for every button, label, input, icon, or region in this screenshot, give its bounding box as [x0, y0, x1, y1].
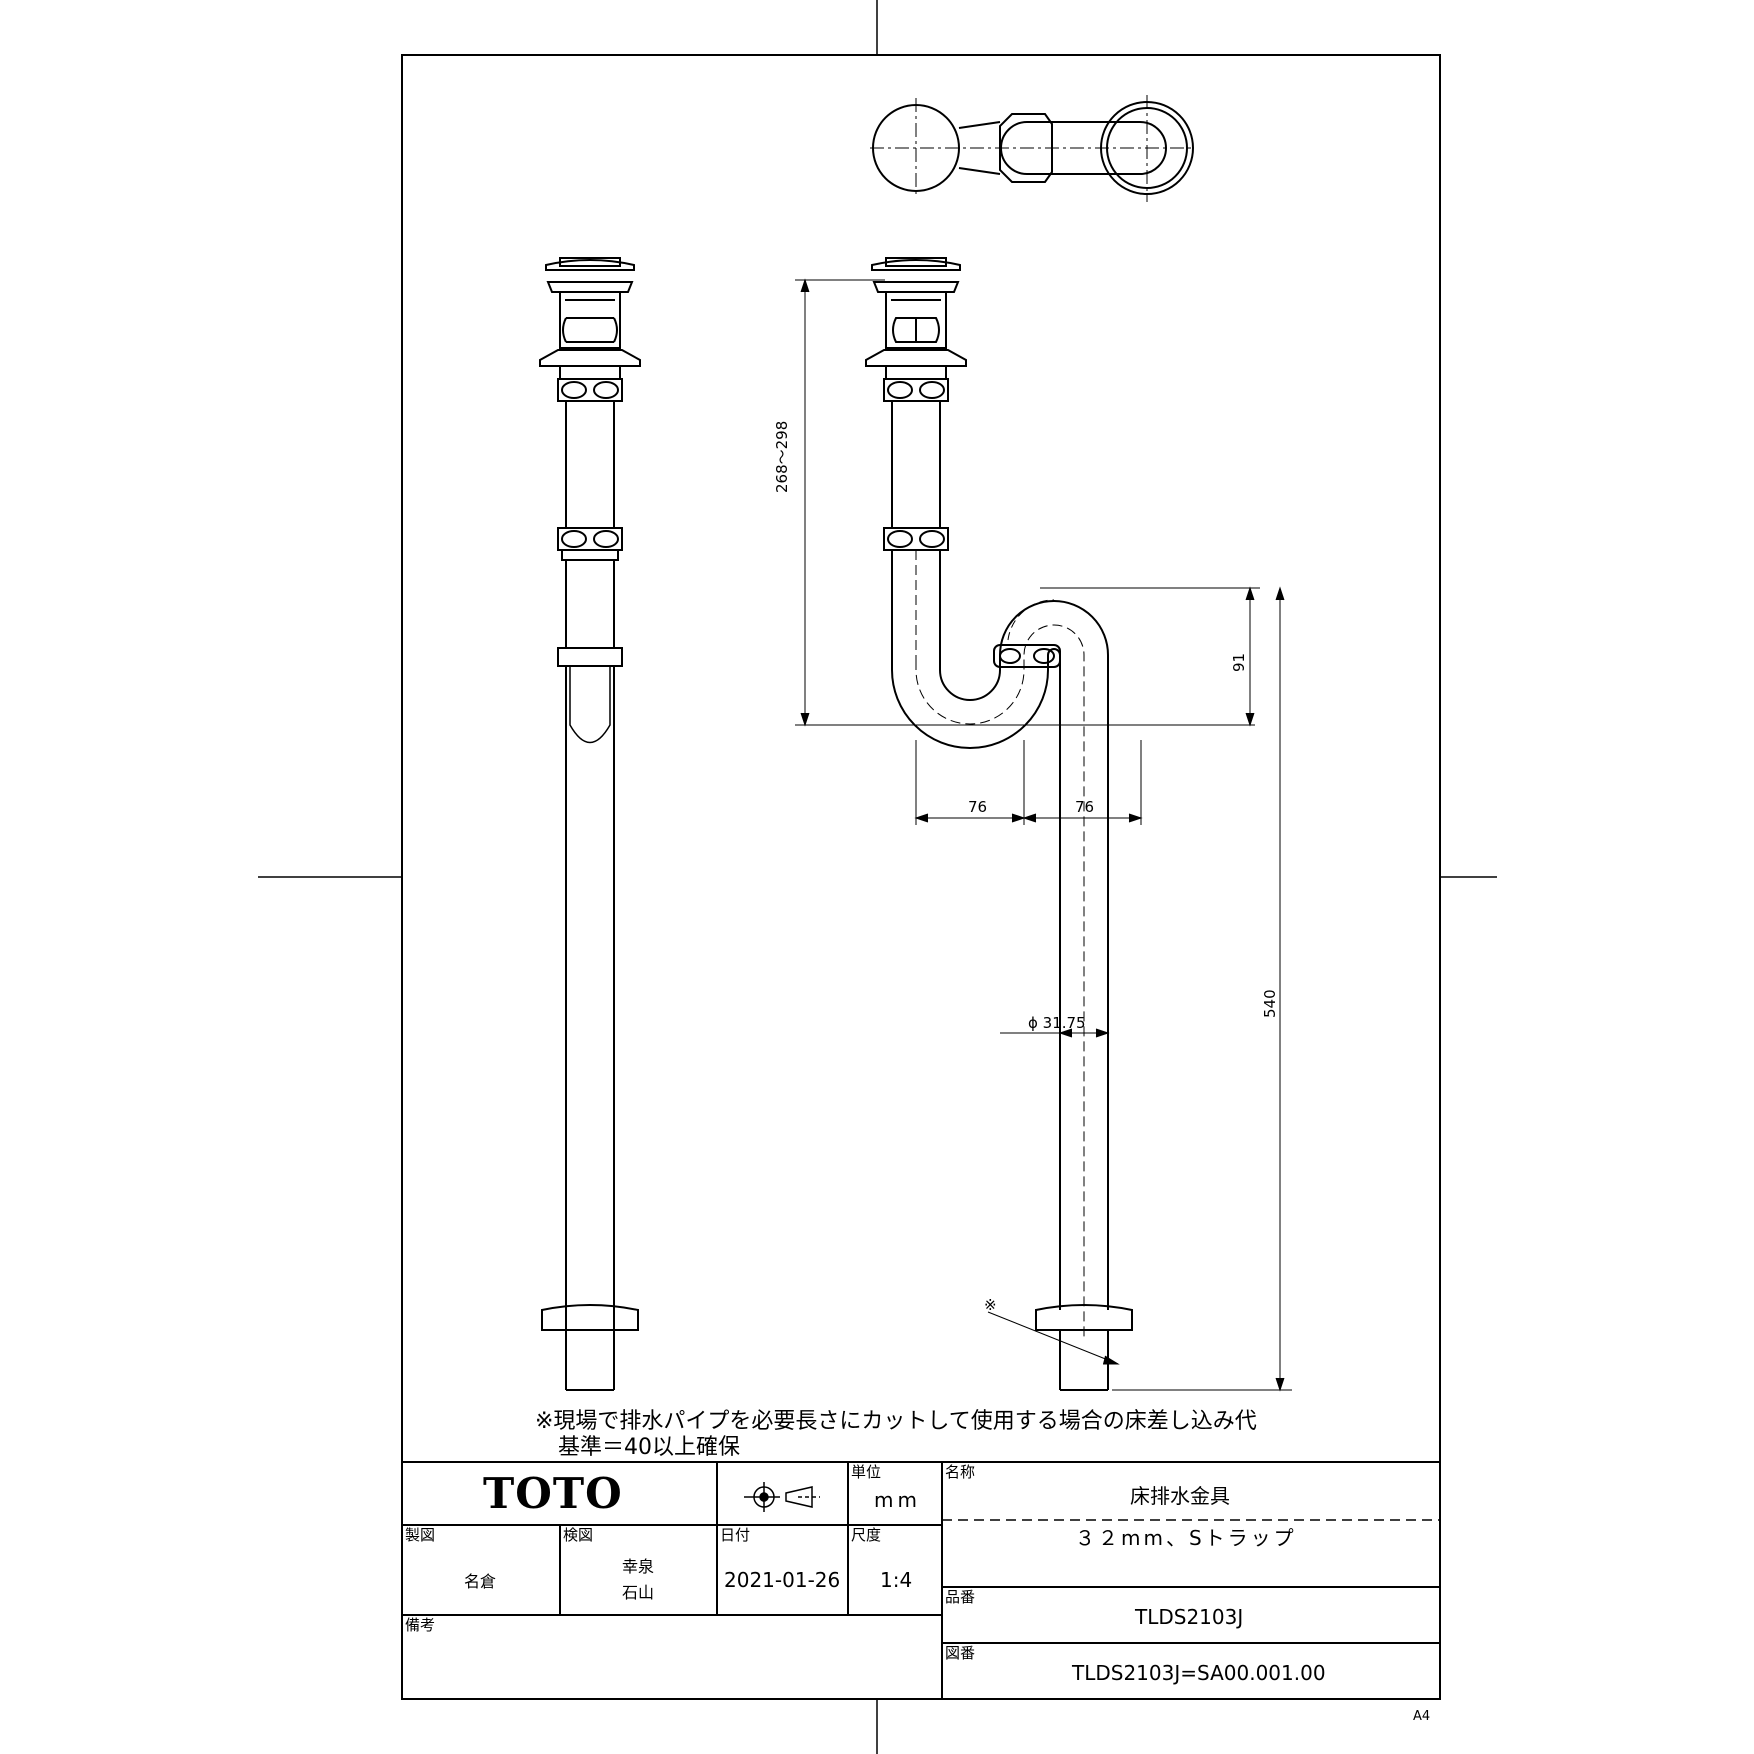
- name-value: 床排水金具: [1130, 1484, 1230, 1508]
- dim-trap-height: 91: [1230, 652, 1248, 672]
- top-view: [870, 95, 1195, 202]
- scale-value: 1:4: [880, 1568, 913, 1592]
- dimension-lines: [795, 278, 1292, 1392]
- dim-diameter: ϕ 31.75: [1028, 1014, 1086, 1032]
- drawing-number-value: TLDS2103J=SA00.001.00: [1072, 1661, 1326, 1685]
- dim-offset-left: 76: [968, 798, 988, 816]
- dim-height-range: 268～298: [773, 420, 791, 493]
- title-block: [402, 1461, 1440, 1699]
- subtitle-value: ３２mm、Sトラップ: [1075, 1526, 1297, 1550]
- drawn-label: 製図: [405, 1526, 436, 1544]
- drawn-value: 名倉: [464, 1572, 497, 1591]
- checked-value-1: 幸泉: [622, 1557, 655, 1576]
- scale-label: 尺度: [851, 1526, 882, 1544]
- note-line-1: ※現場で排水パイプを必要長さにカットして使用する場合の床差し込み代: [535, 1409, 1257, 1434]
- checked-label: 検図: [563, 1526, 594, 1544]
- date-label: 日付: [720, 1526, 751, 1544]
- side-view-s-trap: [865, 257, 1133, 1391]
- name-label: 名称: [945, 1463, 976, 1481]
- dim-offset-right: 76: [1075, 798, 1095, 816]
- remarks-label: 備考: [405, 1616, 436, 1634]
- note-line-2: 基準＝40以上確保: [558, 1435, 740, 1460]
- part-value: TLDS2103J: [1135, 1605, 1244, 1629]
- front-view: [539, 257, 641, 1391]
- dim-pipe-length: 540: [1261, 989, 1279, 1018]
- company-logo: TOTO: [483, 1469, 623, 1518]
- paper-size: A4: [1413, 1709, 1431, 1724]
- registration-marks: [258, 0, 1497, 1754]
- drawing-frame: [401, 54, 1441, 1700]
- projection-symbol-icon: [744, 1482, 820, 1512]
- checked-value-2: 石山: [622, 1583, 655, 1602]
- unit-value: mm: [874, 1488, 921, 1512]
- part-label: 品番: [945, 1588, 976, 1606]
- unit-label: 単位: [851, 1463, 882, 1481]
- note-marker: ※: [984, 1296, 997, 1314]
- drawing-number-label: 図番: [945, 1644, 976, 1662]
- date-value: 2021-01-26: [724, 1568, 841, 1592]
